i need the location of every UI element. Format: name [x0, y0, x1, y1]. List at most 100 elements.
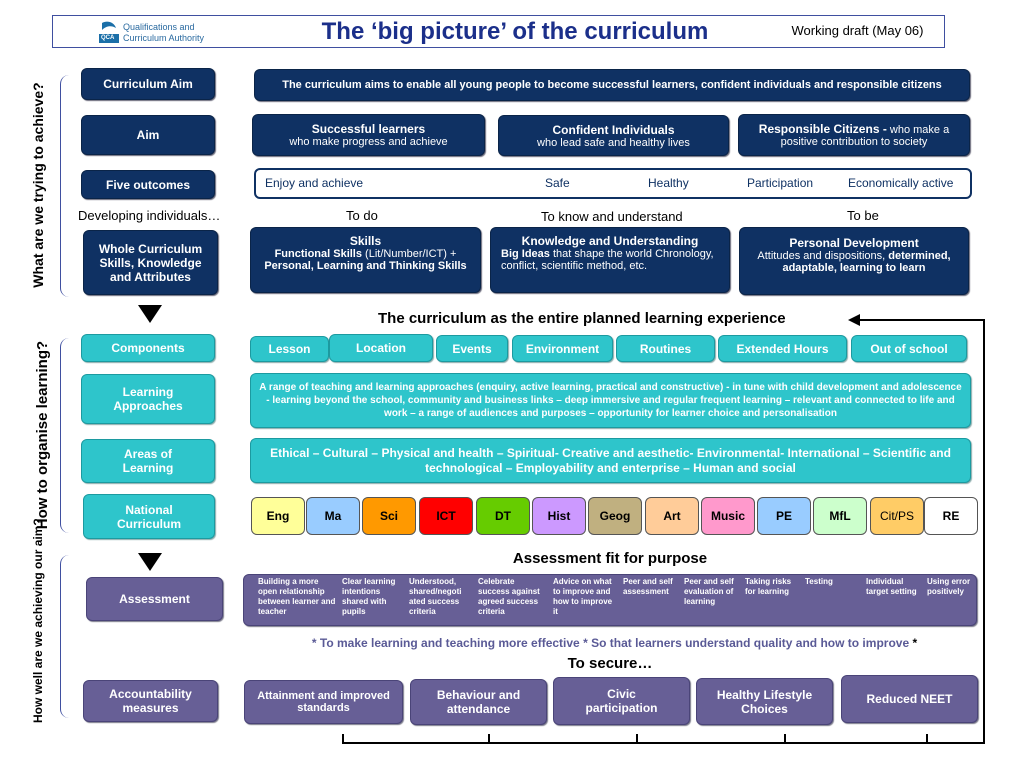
component-extended-hours: Extended Hours	[718, 335, 847, 362]
assessment-item-3: Understood, shared/negoti ated success c…	[409, 577, 462, 616]
to-know: To know and understand	[541, 209, 683, 224]
skills-plts: Personal, Learning and Thinking Skills	[264, 260, 467, 272]
aim-responsible-title: Responsible Citizens -	[758, 122, 887, 136]
qca-logo: QCA Qualifications and Curriculum Author…	[99, 20, 209, 46]
skills-functional-bold: Functional Skills	[274, 248, 362, 260]
side-label-achieve: What are we trying to achieve?	[30, 82, 46, 288]
header-frame	[52, 15, 945, 48]
loop-tick-5	[926, 734, 928, 743]
knowledge-big-ideas-text: that shape the world Chronology, conflic…	[501, 248, 714, 272]
learning-approaches-text: A range of teaching and learning approac…	[250, 373, 971, 428]
assessment-item-11: Using error positively	[927, 577, 971, 596]
to-do: To do	[346, 208, 378, 223]
assessment-strip	[243, 574, 977, 626]
five-outcomes-label: Five outcomes	[81, 170, 215, 199]
subject-art: Art	[645, 497, 699, 535]
down-arrow-1	[138, 305, 162, 323]
personal-development-box: Personal Development Attitudes and dispo…	[739, 227, 969, 295]
whole-curriculum-label: Whole Curriculum Skills, Knowledge and A…	[83, 230, 218, 295]
components-label: Components	[81, 334, 215, 362]
draft-label: Working draft (May 06)	[791, 23, 924, 38]
pd-title: Personal Development	[789, 236, 919, 250]
aim-successful-sub: who make progress and achieve	[289, 136, 448, 148]
areas-of-learning-text: Ethical – Cultural – Physical and health…	[250, 438, 971, 483]
loop-tick-4	[784, 734, 786, 743]
subject-ict: ICT	[419, 497, 473, 535]
component-routines: Routines	[616, 335, 715, 362]
subject-pe: PE	[757, 497, 811, 535]
qca-logo-mark: QCA	[99, 20, 119, 44]
qca-logo-mark-text: QCA	[101, 35, 115, 41]
side-label-how-well: How well are we achieving our aim?	[31, 518, 45, 723]
subject-dt: DT	[476, 497, 530, 535]
aim-responsible-text: Responsible Citizens - who make a positi…	[745, 122, 963, 148]
outcome-participation: Participation	[747, 176, 814, 190]
assessment-label: Assessment	[86, 577, 223, 621]
to-be: To be	[847, 208, 879, 223]
knowledge-big-ideas: Big Ideas	[501, 248, 550, 260]
knowledge-text: Big Ideas that shape the world Chronolog…	[501, 248, 719, 272]
loop-arrowhead	[848, 314, 860, 326]
skills-box: Skills Functional Skills (Lit/Number/ICT…	[250, 227, 481, 293]
side-label-organise: How to organise learning?	[34, 340, 51, 530]
loop-tick-3	[636, 734, 638, 743]
outcome-economically-active: Economically active	[848, 176, 954, 190]
knowledge-title: Knowledge and Understanding	[521, 234, 699, 248]
accountability-civic: Civic participation	[553, 677, 690, 725]
accountability-healthy: Healthy Lifestyle Choices	[696, 678, 833, 725]
aim-successful-learners: Successful learners who make progress an…	[252, 114, 485, 156]
aim-confident-individuals: Confident Individuals who lead safe and …	[498, 115, 729, 156]
assessment-item-10: Individual target setting	[866, 577, 917, 596]
purpose-line: * To make learning and teaching more eff…	[252, 636, 977, 650]
assessment-item-9: Testing	[805, 577, 833, 586]
subject-mfl: MfL	[813, 497, 867, 535]
brace-achieve	[60, 75, 69, 297]
component-events: Events	[436, 335, 508, 362]
component-environment: Environment	[512, 335, 613, 362]
subject-re: RE	[924, 497, 978, 535]
subject-music: Music	[701, 497, 755, 535]
curriculum-aim-label: Curriculum Aim	[81, 68, 215, 100]
areas-of-learning-label: Areas of Learning	[81, 439, 215, 483]
subject-hist: Hist	[532, 497, 586, 535]
assessment-item-6: Peer and self assessment	[623, 577, 673, 596]
assessment-fit-title: Assessment fit for purpose	[512, 550, 708, 567]
developing-individuals: Developing individuals…	[78, 208, 221, 223]
logo-line1: Qualifications and	[123, 22, 195, 32]
qca-logo-icon	[99, 21, 119, 43]
assessment-item-5: Advice on what to improve and how to imp…	[553, 577, 613, 616]
aim-label: Aim	[81, 115, 215, 155]
pd-bold: determined, adaptable, learning to learn	[782, 250, 951, 274]
subject-eng: Eng	[251, 497, 305, 535]
skills-functional: Functional Skills (Lit/Number/ICT) +	[257, 248, 474, 260]
loop-tick-2	[488, 734, 490, 743]
subject-geog: Geog	[588, 497, 642, 535]
purpose-text: * To make learning and teaching more eff…	[311, 636, 913, 650]
pd-text: Attitudes and dispositions, determined, …	[746, 250, 962, 274]
aim-successful-title: Successful learners	[311, 122, 426, 136]
loop-tick-1	[342, 734, 344, 743]
outcome-enjoy: Enjoy and achieve	[265, 176, 364, 190]
learning-approaches-label: Learning Approaches	[81, 374, 215, 424]
accountability-behaviour: Behaviour and attendance	[410, 679, 547, 725]
loop-line-right	[983, 319, 985, 744]
brace-how-well	[60, 555, 69, 718]
knowledge-box: Knowledge and Understanding Big Ideas th…	[490, 227, 730, 293]
accountability-neet: Reduced NEET	[841, 675, 978, 723]
brace-organise	[60, 338, 69, 533]
aim-responsible-citizens: Responsible Citizens - who make a positi…	[738, 114, 970, 156]
planned-experience: The curriculum as the entire planned lea…	[378, 310, 786, 327]
national-curriculum-label: National Curriculum	[83, 494, 215, 539]
assessment-item-7: Peer and self evaluation of learning	[684, 577, 734, 606]
page-title: The ‘big picture’ of the curriculum	[321, 17, 709, 45]
aim-confident-sub: who lead safe and healthy lives	[537, 136, 690, 149]
outcomes-frame	[254, 168, 972, 199]
assessment-item-2: Clear learning intentions shared with pu…	[342, 577, 396, 616]
component-location: Location	[329, 334, 433, 362]
down-arrow-2	[138, 553, 162, 571]
component-out-of-school: Out of school	[851, 335, 967, 362]
purpose-star: *	[912, 636, 918, 650]
outcome-healthy: Healthy	[648, 176, 689, 190]
component-lesson: Lesson	[250, 336, 329, 362]
subject-sci: Sci	[362, 497, 416, 535]
